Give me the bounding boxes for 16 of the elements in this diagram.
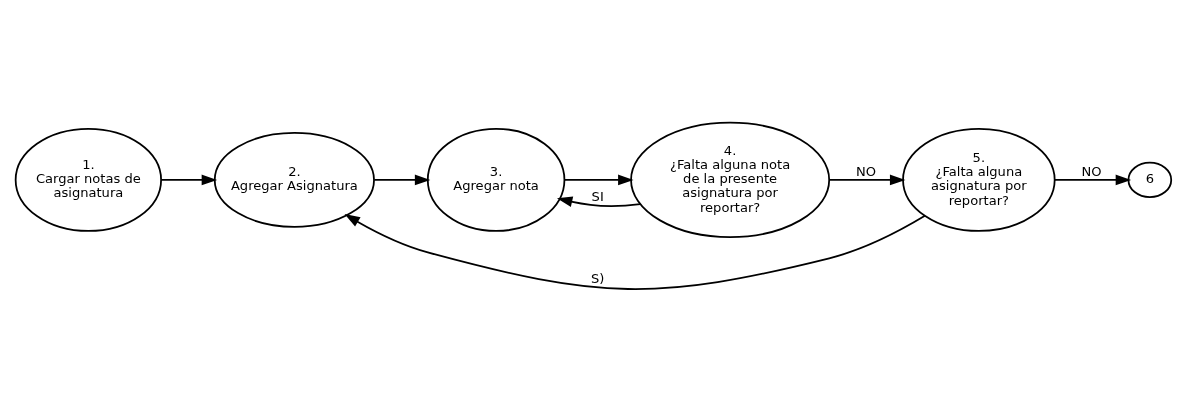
arrow (160, 173, 218, 185)
arrow (344, 213, 926, 290)
arrow (556, 195, 642, 207)
edge-label: SI (591, 188, 604, 204)
arrow (1054, 173, 1132, 185)
arrow (828, 173, 906, 185)
arrow (373, 173, 431, 185)
arrow (563, 173, 634, 185)
node-ellipse: 6 (1127, 161, 1173, 198)
node-ellipse: 1. Cargar notas de asignatura (14, 127, 162, 232)
node-ellipse: 5. ¿Falta alguna asignatura por reportar? (902, 127, 1056, 232)
edge-label: NO (856, 163, 877, 179)
node-ellipse: 3. Agregar nota (426, 127, 566, 232)
node-ellipse: 4. ¿Falta alguna nota de la presente asignatura por reportar? (630, 121, 831, 238)
edge-label: NO (1081, 163, 1102, 179)
edge-label: S) (591, 270, 605, 286)
